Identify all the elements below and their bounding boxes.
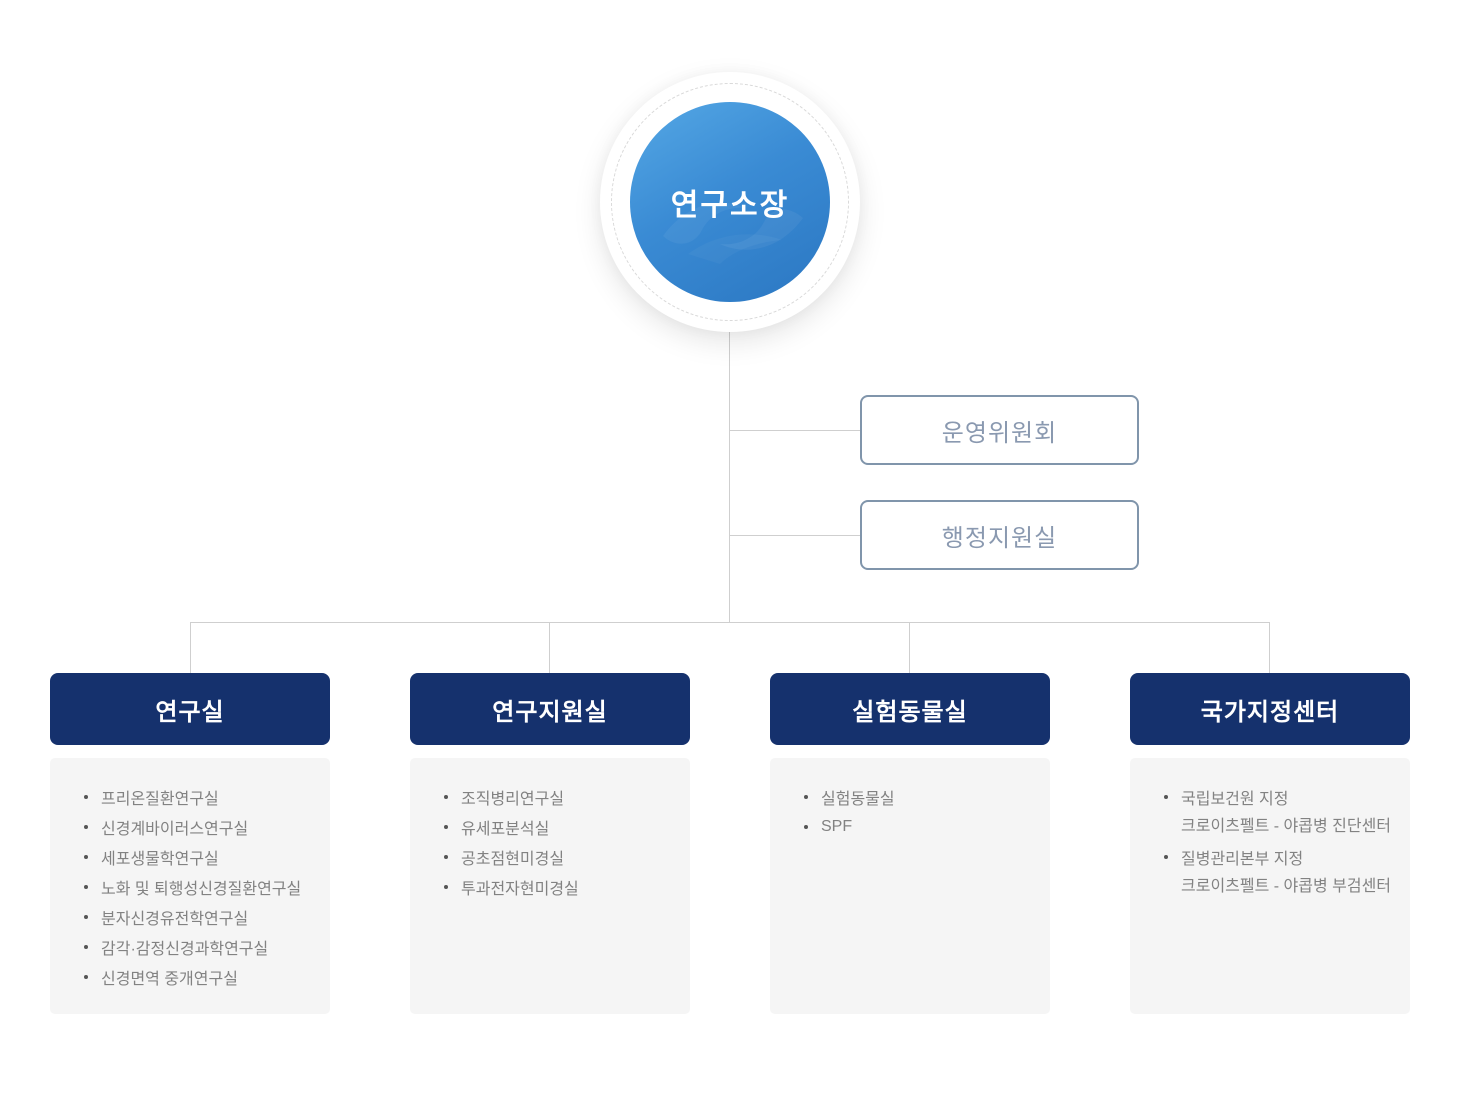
department-title: 연구지원실: [492, 698, 608, 726]
department-header: 실험동물실: [770, 673, 1050, 745]
connector-root-vertical: [729, 332, 730, 623]
bullet-icon: [444, 885, 448, 889]
connector-drop-3: [909, 622, 910, 674]
connector-committee-2: [729, 535, 860, 536]
department-lab-animals: 실험동물실 실험동물실 SPF: [770, 673, 1050, 1014]
department-title: 실험동물실: [852, 698, 968, 726]
department-header: 국가지정센터: [1130, 673, 1410, 745]
department-panel: 실험동물실 SPF: [770, 758, 1050, 1014]
department-list: 프리온질환연구실 신경계바이러스연구실 세포생물학연구실 노화 및 퇴행성신경질…: [84, 782, 312, 992]
list-item: 세포생물학연구실: [84, 842, 312, 872]
connector-departments-horizontal: [190, 622, 1270, 623]
list-item: 분자신경유전학연구실: [84, 902, 312, 932]
list-item: 신경계바이러스연구실: [84, 812, 312, 842]
bullet-icon: [84, 825, 88, 829]
bullet-icon: [84, 855, 88, 859]
list-item-subline: 크로이츠펠트 - 야콥병 진단센터: [1181, 818, 1392, 835]
bullet-icon: [444, 855, 448, 859]
department-header: 연구지원실: [410, 673, 690, 745]
bullet-icon: [804, 825, 808, 829]
list-item: 신경면역 중개연구실: [84, 962, 312, 992]
list-item: 투과전자현미경실: [444, 872, 672, 902]
logo-watermark-icon: [663, 202, 803, 250]
list-item: 유세포분석실: [444, 812, 672, 842]
bullet-icon: [1164, 795, 1168, 799]
root-node: 연구소장: [600, 72, 860, 332]
list-item-subline: 크로이츠펠트 - 야콥병 부검센터: [1181, 878, 1392, 895]
department-national-centers: 국가지정센터 국립보건원 지정 크로이츠펠트 - 야콥병 진단센터 질병관리본부…: [1130, 673, 1410, 1014]
department-research-labs: 연구실 프리온질환연구실 신경계바이러스연구실 세포생물학연구실 노화 및 퇴행…: [50, 673, 330, 1014]
bullet-icon: [84, 795, 88, 799]
committee-box-operating: 운영위원회: [860, 395, 1139, 465]
department-panel: 국립보건원 지정 크로이츠펠트 - 야콥병 진단센터 질병관리본부 지정 크로이…: [1130, 758, 1410, 1014]
list-item: 감각·감정신경과학연구실: [84, 932, 312, 962]
connector-committee-1: [729, 430, 860, 431]
department-panel: 조직병리연구실 유세포분석실 공초점현미경실 투과전자현미경실: [410, 758, 690, 1014]
list-item: 조직병리연구실: [444, 782, 672, 812]
department-panel: 프리온질환연구실 신경계바이러스연구실 세포생물학연구실 노화 및 퇴행성신경질…: [50, 758, 330, 1014]
list-item: SPF: [804, 812, 1032, 842]
bullet-icon: [84, 885, 88, 889]
bullet-icon: [444, 795, 448, 799]
list-item: 실험동물실: [804, 782, 1032, 812]
department-research-support: 연구지원실 조직병리연구실 유세포분석실 공초점현미경실 투과전자현미경실: [410, 673, 690, 1014]
connector-drop-4: [1269, 622, 1270, 674]
committee-box-admin-support: 행정지원실: [860, 500, 1139, 570]
bullet-icon: [84, 975, 88, 979]
committee-label: 운영위원회: [941, 419, 1058, 447]
list-item: 국립보건원 지정 크로이츠펠트 - 야콥병 진단센터: [1164, 782, 1392, 842]
list-item: 질병관리본부 지정 크로이츠펠트 - 야콥병 부검센터: [1164, 842, 1392, 902]
connector-drop-2: [549, 622, 550, 674]
list-item: 노화 및 퇴행성신경질환연구실: [84, 872, 312, 902]
bullet-icon: [84, 945, 88, 949]
bullet-icon: [84, 915, 88, 919]
department-list: 조직병리연구실 유세포분석실 공초점현미경실 투과전자현미경실: [444, 782, 672, 902]
department-list: 실험동물실 SPF: [804, 782, 1032, 842]
bullet-icon: [804, 795, 808, 799]
list-item: 프리온질환연구실: [84, 782, 312, 812]
department-header: 연구실: [50, 673, 330, 745]
connector-drop-1: [190, 622, 191, 674]
department-list: 국립보건원 지정 크로이츠펠트 - 야콥병 진단센터 질병관리본부 지정 크로이…: [1164, 782, 1392, 902]
department-title: 연구실: [155, 698, 225, 726]
root-circle: 연구소장: [630, 102, 830, 302]
root-label: 연구소장: [670, 189, 790, 222]
bullet-icon: [444, 825, 448, 829]
list-item: 공초점현미경실: [444, 842, 672, 872]
bullet-icon: [1164, 855, 1168, 859]
committee-label: 행정지원실: [941, 524, 1058, 552]
root-dashed-ring: [611, 83, 849, 321]
department-title: 국가지정센터: [1200, 698, 1340, 726]
